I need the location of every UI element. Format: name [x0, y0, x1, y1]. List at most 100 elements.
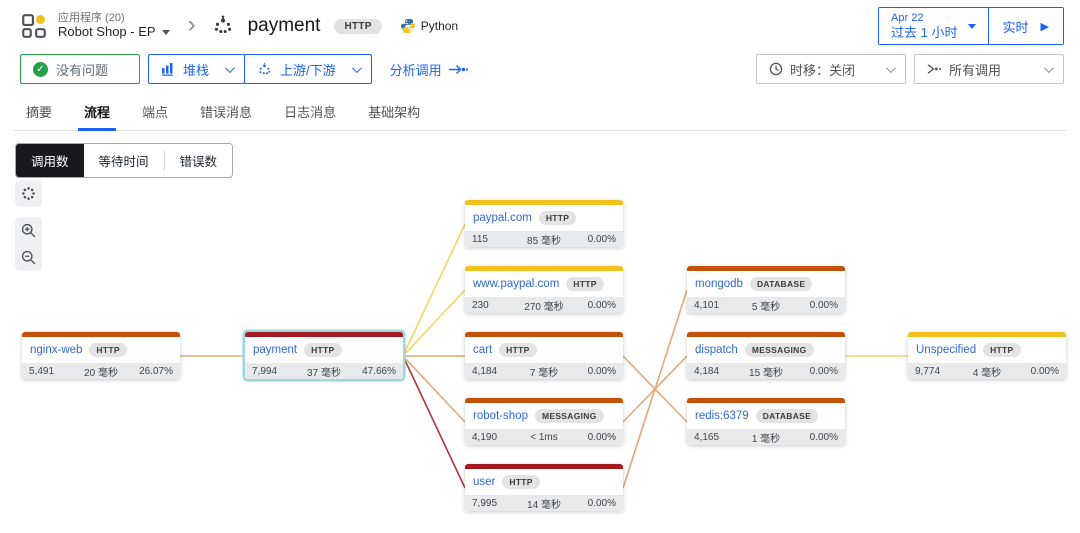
time-range-picker[interactable]: Apr 22 过去 1 小时: [879, 8, 989, 44]
error-rate-value: 0.00%: [809, 365, 838, 377]
zoom-out-button[interactable]: [15, 244, 42, 271]
relayout-button[interactable]: [15, 180, 42, 207]
service-type-badge: HTTP: [304, 343, 342, 357]
analyze-calls-link[interactable]: 分析调用: [390, 60, 468, 79]
chevron-down-icon: [351, 62, 362, 73]
error-rate-value: 0.00%: [587, 233, 616, 245]
analyze-arrow-icon: [448, 64, 468, 74]
service-link[interactable]: mongodb: [695, 278, 743, 290]
service-link[interactable]: payment: [253, 344, 298, 356]
severity-bar: [687, 266, 845, 271]
tab-infrastructure[interactable]: 基础架构: [368, 105, 421, 120]
service-link[interactable]: www.paypal.com: [473, 278, 560, 290]
node-body: payment HTTP: [245, 337, 403, 363]
time-controls: Apr 22 过去 1 小时 实时 ▶: [878, 7, 1064, 45]
service-link[interactable]: Unspecified: [916, 344, 977, 356]
service-type-badge: HTTP: [566, 277, 604, 291]
chevron-down-icon: [1043, 62, 1054, 73]
node-body: www.paypal.com HTTP: [465, 271, 623, 297]
caret-down-icon: [161, 29, 170, 35]
application-perspective-icon[interactable]: [20, 12, 48, 40]
latency-value: 7 毫秒: [529, 367, 559, 379]
toggle-separator: [163, 151, 165, 170]
service-link[interactable]: user: [473, 476, 496, 488]
tab-flow[interactable]: 流程: [72, 94, 122, 131]
service-link[interactable]: dispatch: [695, 344, 738, 356]
health-status-button[interactable]: ✓ 没有问题: [20, 54, 140, 84]
severity-bar: [465, 200, 623, 205]
breadcrumb: 应用程序 (20) Robot Shop - EP › payment HTTP: [20, 11, 458, 41]
call-filter-label: 所有调用: [949, 62, 1002, 78]
error-rate-value: 0.00%: [587, 497, 616, 509]
latency-value: 4 毫秒: [972, 367, 1002, 379]
error-rate-value: 0.00%: [809, 299, 838, 311]
service-link[interactable]: redis:6379: [695, 410, 749, 422]
latency-value: 85 毫秒: [527, 235, 561, 247]
edge-payment-to-www.paypal.com: [402, 289, 466, 357]
upstream-downstream-dropdown[interactable]: 上游/下游: [244, 54, 372, 84]
bar-chart-icon: [162, 63, 173, 76]
calls-value: 115: [472, 233, 488, 245]
metric-toggle-calls[interactable]: 调用数: [16, 144, 84, 177]
live-button[interactable]: 实时 ▶: [988, 8, 1063, 44]
calls-value: 9,774: [915, 365, 941, 377]
edge-payment-to-user: [402, 355, 466, 489]
live-label: 实时: [1002, 19, 1029, 35]
breadcrumb-chevron-icon: ›: [187, 11, 196, 38]
calls-value: 4,101: [694, 299, 720, 311]
zoom-in-icon: [21, 223, 36, 238]
service-type-badge: MESSAGING: [744, 343, 814, 357]
toolbar: ✓ 没有问题 堆栈 上游/下游 分析调用: [0, 50, 1080, 92]
zoom-out-icon: [21, 250, 36, 265]
flow-map-icon: [259, 62, 271, 74]
severity-bar: [687, 332, 845, 337]
call-filter-dropdown[interactable]: 所有调用: [914, 54, 1064, 84]
service-type-badge: DATABASE: [755, 409, 819, 423]
tab-log-messages[interactable]: 日志消息: [284, 105, 337, 120]
calls-value: 4,165: [694, 431, 720, 443]
metric-toggle-errors[interactable]: 错误数: [164, 144, 233, 177]
service-link[interactable]: paypal.com: [473, 212, 532, 224]
calls-value: 230: [472, 299, 489, 311]
tab-summary[interactable]: 摘要: [26, 105, 53, 120]
severity-bar: [22, 332, 180, 337]
tab-endpoints[interactable]: 端点: [142, 105, 169, 120]
severity-bar: [465, 464, 623, 469]
tab-error-messages[interactable]: 错误消息: [200, 105, 253, 120]
page-title: payment: [247, 15, 321, 36]
calls-filter-icon: [927, 64, 942, 74]
clock-icon: [769, 62, 783, 76]
service-link[interactable]: robot-shop: [473, 410, 528, 422]
metric-toggle-latency[interactable]: 等待时间: [83, 144, 164, 177]
zoom-in-button[interactable]: [15, 217, 42, 244]
calls-value: 4,190: [472, 431, 498, 443]
service-link[interactable]: cart: [473, 344, 493, 356]
time-shift-dropdown[interactable]: 时移：关闭: [756, 54, 906, 84]
error-rate-value: 0.00%: [1030, 365, 1059, 377]
severity-bar: [465, 266, 623, 271]
node-body: dispatch MESSAGING: [687, 337, 845, 363]
latency-value: 15 毫秒: [749, 367, 783, 379]
app-selector[interactable]: 应用程序 (20) Robot Shop - EP: [58, 12, 170, 40]
stack-dropdown[interactable]: 堆栈: [148, 54, 246, 84]
service-link[interactable]: nginx-web: [30, 344, 83, 356]
edge-payment-to-paypal.com: [402, 223, 466, 357]
